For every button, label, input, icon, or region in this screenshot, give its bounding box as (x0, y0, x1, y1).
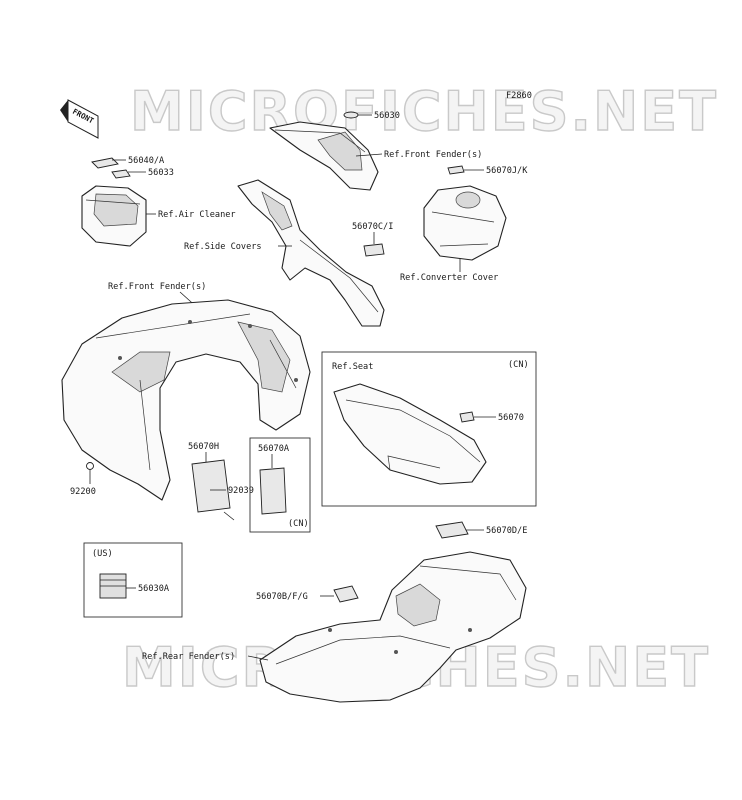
label-56030: 56030 (374, 111, 400, 121)
label-us-box: (US) (92, 549, 113, 559)
side-covers-part (237, 179, 385, 327)
seat-box (321, 351, 537, 507)
cn-box (249, 437, 311, 533)
label-ref-seat: Ref.Seat (332, 362, 373, 372)
label-56070a: 56070A (258, 444, 290, 454)
label-56030a: 56030A (138, 584, 170, 594)
decal-56070 (459, 411, 475, 423)
figure-code: F2860 (506, 91, 532, 101)
decal-56070de (435, 521, 469, 539)
label-92200: 92200 (70, 487, 96, 497)
label-56033: 56033 (148, 168, 174, 178)
front-fender-main-part (61, 299, 311, 501)
decal-56070h (191, 459, 231, 513)
decal-56070a (259, 467, 287, 515)
label-ref-front-fender-top: Ref.Front Fender(s) (384, 150, 482, 160)
label-56070ci: 56070C/I (352, 222, 393, 232)
label-cn-seat: (CN) (508, 360, 529, 370)
decal-56070bfg (333, 585, 359, 603)
seat-part (333, 383, 487, 485)
decal-56033 (111, 169, 131, 179)
decal-56030 (343, 111, 359, 119)
watermark-top: MICROFICHES.NET (130, 80, 718, 143)
decal-56040 (91, 157, 119, 169)
label-ref-converter-cover: Ref.Converter Cover (400, 273, 498, 283)
label-56070jk: 56070J/K (486, 166, 528, 176)
label-92039: 92039 (228, 486, 254, 496)
rear-fender-part (259, 551, 527, 703)
decal-56070jk (447, 165, 465, 175)
label-ref-rear-fender: Ref.Rear Fender(s) (142, 652, 235, 662)
us-box (83, 542, 183, 618)
clip-92200-icon (86, 462, 94, 470)
label-cn-box: (CN) (288, 519, 309, 529)
label-ref-air-cleaner: Ref.Air Cleaner (158, 210, 236, 220)
air-cleaner-part (81, 185, 147, 247)
label-ref-front-fender-left: Ref.Front Fender(s) (108, 282, 206, 292)
label-ref-side-covers: Ref.Side Covers (184, 242, 262, 252)
front-arrow-icon: FRONT (60, 99, 99, 139)
label-56070bfg: 56070B/F/G (256, 592, 308, 602)
label-56070: 56070 (498, 413, 524, 423)
label-56040: 56040/A (128, 156, 165, 166)
front-fender-top-part (269, 121, 379, 191)
label-56070h: 56070H (188, 442, 219, 452)
decal-56070ci (363, 243, 385, 257)
converter-cover-part (423, 185, 507, 261)
label-56070de: 56070D/E (486, 526, 527, 536)
